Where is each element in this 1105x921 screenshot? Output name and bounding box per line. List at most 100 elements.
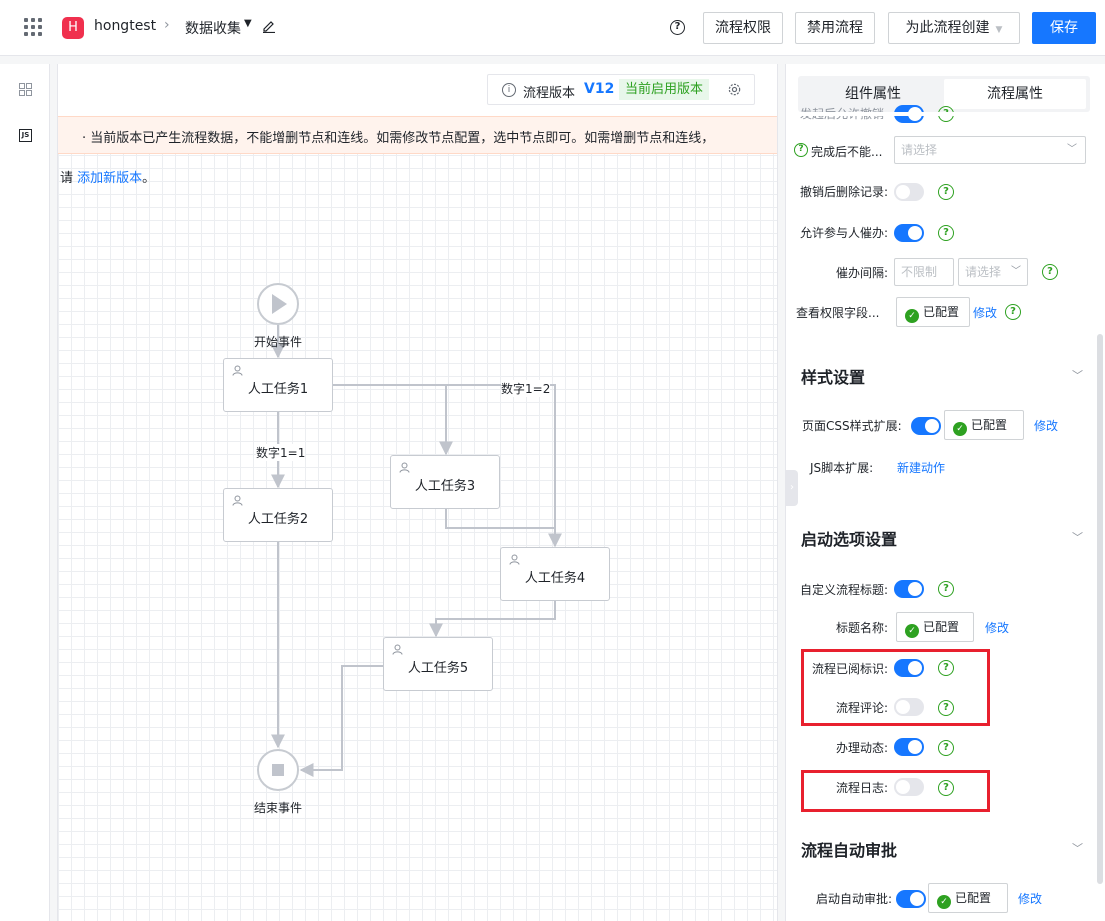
urge-unit-select[interactable]: 请选择 ﹀ [958,258,1028,286]
flow-canvas[interactable]: i 流程版本 V12 当前启用版本 · 当前版本已产生流程数据，不能增删节点和连… [57,64,778,921]
panel-collapse-handle[interactable]: › [786,470,798,506]
help-icon[interactable]: ? [794,143,808,157]
app-name[interactable]: hongtest [94,18,157,34]
modify-title-name-link[interactable]: 修改 [985,621,1010,635]
task-node-1[interactable]: 人工任务1 [223,358,333,412]
disable-process-button[interactable]: 禁用流程 [795,12,875,44]
caret-down-icon[interactable]: ▼ [244,18,252,29]
modify-css-link[interactable]: 修改 [1034,419,1059,433]
row-label-css-extension: 页面CSS样式扩展: [802,419,902,433]
task-node-2[interactable]: 人工任务2 [223,488,333,542]
select-placeholder: 请选择 [965,265,1002,279]
tab-process-properties[interactable]: 流程属性 [944,79,1086,109]
notice-suffix: 。 [142,171,156,186]
view-fields-configured-badge: ✓已配置 [896,297,971,327]
section-title-startup-options: 启动选项设置 [801,530,898,549]
process-permissions-button[interactable]: 流程权限 [703,12,783,44]
edit-icon[interactable] [262,19,276,33]
help-icon[interactable]: ? [938,700,954,716]
row-label-auto-approve: 启动自动审批: [815,892,892,906]
notice-continuation: 请 添加新版本。 [60,167,155,186]
tabs-mask [786,112,1105,116]
row-label-read-mark: 流程已阅标识: [811,662,888,676]
comment-toggle[interactable] [894,698,924,716]
log-toggle[interactable] [894,778,924,796]
row-label-allow-urge: 允许参与人催办: [799,226,888,240]
row-label-delete-record: 撤销后删除记录: [799,185,888,199]
modify-view-fields-link[interactable]: 修改 [973,306,998,320]
start-event-icon [257,283,299,325]
help-icon[interactable]: ? [1005,304,1021,320]
css-configured-badge: ✓已配置 [944,410,1024,440]
title-name-configured-badge: ✓已配置 [896,612,974,642]
component-grid-icon[interactable] [19,83,32,96]
allow-urge-toggle[interactable] [894,224,924,242]
app-logo: H [62,17,84,39]
app-grid-icon[interactable] [24,18,44,38]
row-label-dynamics: 办理动态: [835,741,888,755]
css-extension-toggle[interactable] [911,417,941,435]
notice-banner: · 当前版本已产生流程数据，不能增删节点和连线。如需修改节点配置，选中节点即可。… [58,116,777,154]
highlight-box-log [801,770,990,812]
end-event-icon [257,749,299,791]
end-event-label: 结束事件 [254,801,303,815]
properties-panel: 组件属性 流程属性 发起后允许撤销 ? ? 完成后不能... 请选择﹀ 撤销后删… [785,64,1105,921]
read-mark-toggle[interactable] [894,659,924,677]
row-label-js-extension: JS脚本扩展: [810,461,874,475]
create-for-process-button[interactable]: 为此流程创建▼ [888,12,1020,44]
task-node-4[interactable]: 人工任务4 [500,547,610,601]
help-icon[interactable]: ? [938,225,954,241]
create-for-process-label: 为此流程创建 [905,20,990,36]
chevron-down-icon: ﹀ [1011,266,1021,277]
help-icon[interactable]: ? [938,581,954,597]
task-node-3[interactable]: 人工任务3 [390,455,500,509]
row-label-urge-interval: 催办间隔: [835,266,888,280]
flow-edges [257,283,562,791]
task-node-label: 人工任务2 [247,512,309,527]
highlight-box-read-comment [801,649,990,726]
js-icon[interactable]: JS [19,129,32,142]
task-node-label: 人工任务4 [524,571,586,586]
select-placeholder: 请选择 [901,143,938,157]
chevron-down-icon[interactable]: ﹀ [1072,369,1083,382]
chevron-down-icon[interactable]: ﹀ [1072,842,1083,855]
person-icon [232,365,243,376]
help-icon[interactable]: ? [938,184,954,200]
help-icon[interactable]: ? [938,780,954,796]
delete-record-toggle[interactable] [894,183,924,201]
panel-scrollbar[interactable] [1097,334,1103,884]
configured-label: 已配置 [923,305,960,319]
task-node-label: 人工任务1 [247,382,309,397]
new-action-link[interactable]: 新建动作 [897,461,946,475]
auto-approve-toggle[interactable] [896,890,926,908]
dynamics-toggle[interactable] [894,738,924,756]
tab-component-properties[interactable]: 组件属性 [845,86,901,102]
person-icon [392,644,403,655]
modify-auto-approve-link[interactable]: 修改 [1018,892,1043,906]
chevron-down-icon: ﹀ [1067,144,1077,155]
save-button[interactable]: 保存 [1032,12,1096,44]
form-name-dropdown[interactable]: 数据收集 [185,21,241,37]
task-node-5[interactable]: 人工任务5 [383,637,493,691]
person-icon [399,462,410,473]
custom-title-toggle[interactable] [894,580,924,598]
help-icon[interactable]: ? [1042,264,1058,280]
version-selector[interactable]: i 流程版本 V12 当前启用版本 [487,74,755,105]
urge-interval-input[interactable]: 不限制 [894,258,954,286]
check-icon: ✓ [905,624,919,638]
add-new-version-link[interactable]: 添加新版本 [77,171,143,186]
help-icon[interactable]: ? [670,20,685,35]
row-label-log: 流程日志: [835,781,888,795]
no-edit-after-complete-select[interactable]: 请选择 ﹀ [894,136,1086,164]
breadcrumb-separator-icon: › [164,17,170,33]
help-icon[interactable]: ? [938,740,954,756]
auto-approve-configured-badge: ✓已配置 [928,883,1008,913]
edge-label-1[interactable]: 数字1=1 [256,444,306,461]
edge-label-2[interactable]: 数字1=2 [501,380,551,397]
chevron-down-icon[interactable]: ﹀ [1072,531,1083,544]
gear-icon[interactable] [727,82,742,97]
section-title-style: 样式设置 [801,368,866,387]
start-event-label: 开始事件 [254,335,303,349]
help-icon[interactable]: ? [938,660,954,676]
section-title-auto-approve: 流程自动审批 [801,841,898,860]
